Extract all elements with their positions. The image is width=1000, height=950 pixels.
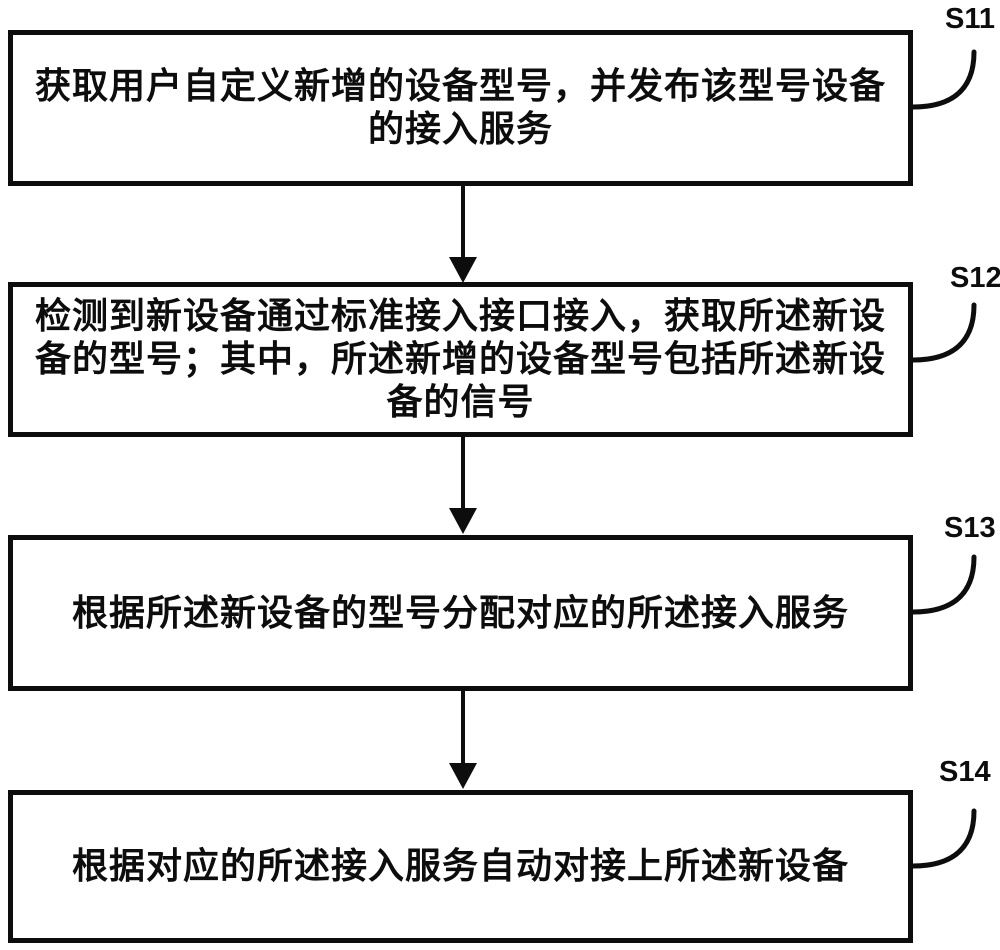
flow-arrow-2 <box>449 437 477 534</box>
step-text-line: 备的型号；其中，所述新增的设备型号包括所述新设 <box>34 339 886 380</box>
step-label-s13: S13 <box>944 512 996 544</box>
step-label-s12: S12 <box>950 262 1000 294</box>
arrowhead-icon <box>449 763 477 789</box>
step-text-line: 备的信号 <box>386 382 535 423</box>
flow-arrow-1 <box>449 186 477 283</box>
arrowhead-icon <box>449 257 477 283</box>
step-box-s11: 获取用户自定义新增的设备型号，并发布该型号设备 的接入服务 <box>8 30 913 186</box>
step-connector-s14 <box>910 808 977 869</box>
step-label-s11: S11 <box>945 3 995 35</box>
step-text-line: 检测到新设备通过标准接入接口接入，获取所述新设 <box>34 296 886 337</box>
step-connector-s12 <box>910 302 977 363</box>
step-text-line: 根据对应的所述接入服务自动对接上所述新设备 <box>71 846 849 887</box>
step-box-s13: 根据所述新设备的型号分配对应的所述接入服务 <box>8 535 913 691</box>
step-text-line: 获取用户自定义新增的设备型号，并发布该型号设备 <box>34 66 886 107</box>
step-text-line: 根据所述新设备的型号分配对应的所述接入服务 <box>71 592 849 634</box>
step-text-line: 的接入服务 <box>367 109 553 150</box>
arrowhead-icon <box>449 508 477 534</box>
step-connector-s13 <box>910 554 977 615</box>
step-connector-s11 <box>910 49 977 110</box>
flow-arrow-3 <box>449 691 477 789</box>
step-box-s12: 检测到新设备通过标准接入接口接入，获取所述新设 备的型号；其中，所述新增的设备型… <box>8 282 913 437</box>
step-box-s14: 根据对应的所述接入服务自动对接上所述新设备 <box>8 790 913 943</box>
step-label-s14: S14 <box>939 756 991 788</box>
